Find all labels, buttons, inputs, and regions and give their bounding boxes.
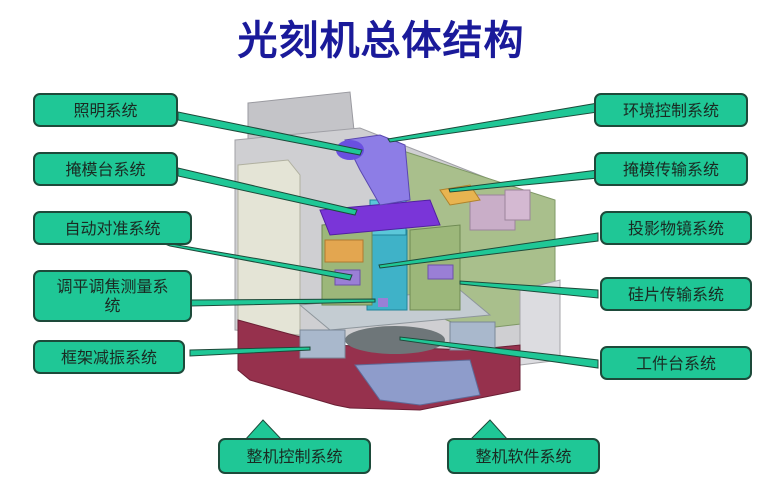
callout-frame-vibration-isolation-system: 框架减振系统 — [33, 340, 185, 374]
callout-illumination-system: 照明系统 — [33, 93, 178, 127]
callout-mask-transfer-system: 掩模传输系统 — [594, 152, 748, 186]
callout-leveling-focusing-measurement-system: 调平调焦测量系统 — [33, 270, 192, 322]
callout-workpiece-stage-system: 工件台系统 — [600, 346, 752, 380]
callout-environment-control-system: 环境控制系统 — [594, 93, 748, 127]
diagram-title: 光刻机总体结构 — [237, 18, 525, 64]
callout-wafer-transfer-system: 硅片传输系统 — [600, 277, 752, 311]
callout-auto-alignment-system: 自动对准系统 — [33, 211, 192, 245]
callout-machine-control-system: 整机控制系统 — [218, 438, 371, 474]
callout-machine-software-system: 整机软件系统 — [447, 438, 600, 474]
callout-mask-stage-system: 掩模台系统 — [33, 152, 178, 186]
callout-projection-objective-system: 投影物镜系统 — [600, 211, 752, 245]
